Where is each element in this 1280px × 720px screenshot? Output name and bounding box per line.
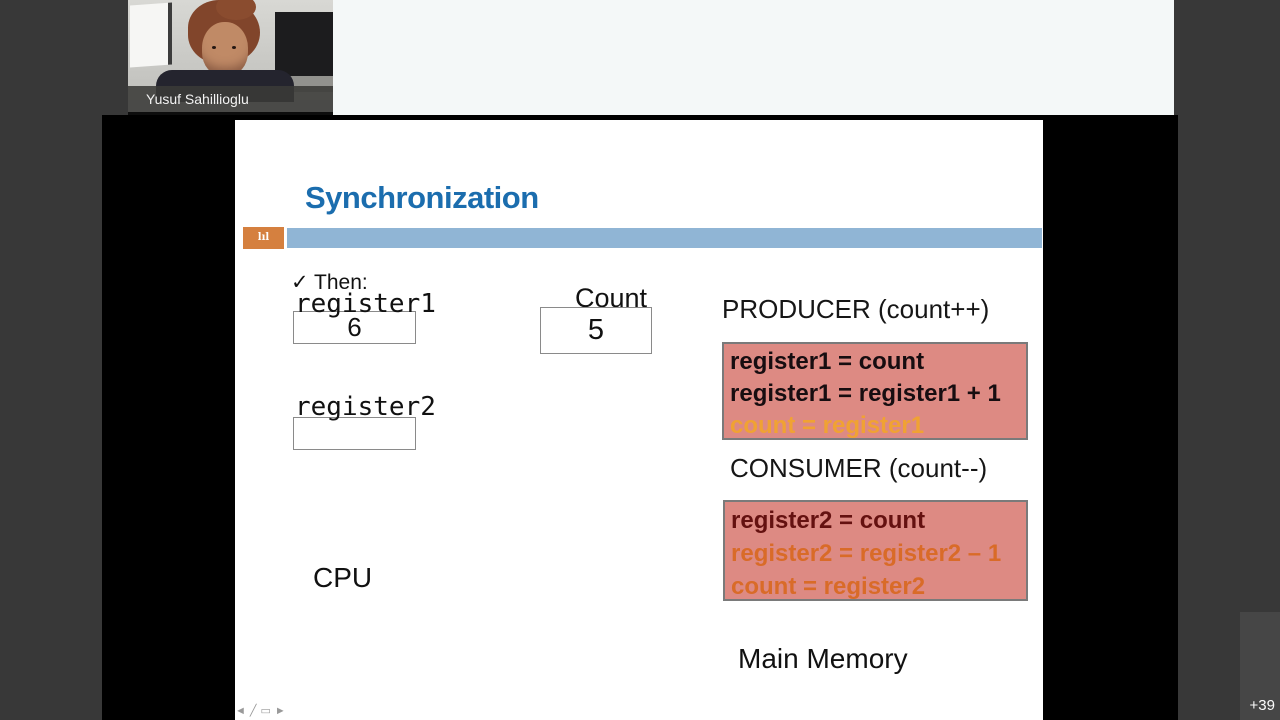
participant-name: Yusuf Sahillioglu: [146, 91, 249, 107]
participant-face: [202, 22, 248, 76]
screen-icon[interactable]: ▭: [260, 705, 271, 717]
register2-label: register2: [295, 392, 436, 422]
slide-title: Synchronization: [305, 180, 539, 215]
producer-code-box: register1 = count register1 = register1 …: [722, 342, 1028, 440]
main-memory-label: Main Memory: [738, 643, 908, 674]
more-participants-count: +39: [1249, 697, 1275, 714]
count-value-box: 5: [540, 307, 652, 354]
app-top-band: [333, 0, 1174, 120]
slide-viewer-toolbar: ◄ ╱ ▭ ►: [235, 704, 286, 718]
code-line: register1 = count: [730, 348, 925, 375]
participant-hair: [216, 0, 256, 20]
pen-icon[interactable]: ╱: [249, 705, 257, 717]
code-line: count = register2: [731, 573, 926, 600]
cpu-label: CPU: [313, 562, 373, 593]
consumer-code-box: register2 = count register2 = register2 …: [723, 500, 1028, 601]
more-participants-tile[interactable]: +39: [1240, 612, 1280, 720]
consumer-heading: CONSUMER (count--): [730, 453, 988, 483]
code-line: register1 = register1 + 1: [730, 380, 1001, 407]
next-slide-icon[interactable]: ►: [274, 705, 286, 717]
title-underline-band: [287, 228, 1042, 248]
participant-eye: [232, 46, 236, 49]
register1-value-box: 6: [293, 311, 416, 344]
register2-value-box: [293, 417, 416, 450]
code-line: count = register1: [730, 412, 925, 439]
participant-video-tile[interactable]: Yusuf Sahillioglu: [128, 0, 333, 115]
then-label: ✓ Then:: [291, 271, 368, 294]
code-line: register2 = count: [731, 507, 926, 534]
participant-eye: [212, 46, 216, 49]
room-window: [130, 2, 172, 68]
tile-edge: [128, 112, 333, 115]
code-line: register2 = register2 – 1: [731, 540, 1002, 567]
register1-label: register1: [295, 289, 436, 319]
university-logo-icon: lıl: [243, 227, 284, 249]
participant-name-bar: Yusuf Sahillioglu: [128, 86, 333, 112]
previous-slide-icon[interactable]: ◄: [235, 705, 246, 717]
producer-heading: PRODUCER (count++): [722, 294, 990, 324]
background-monitor: [275, 12, 333, 76]
